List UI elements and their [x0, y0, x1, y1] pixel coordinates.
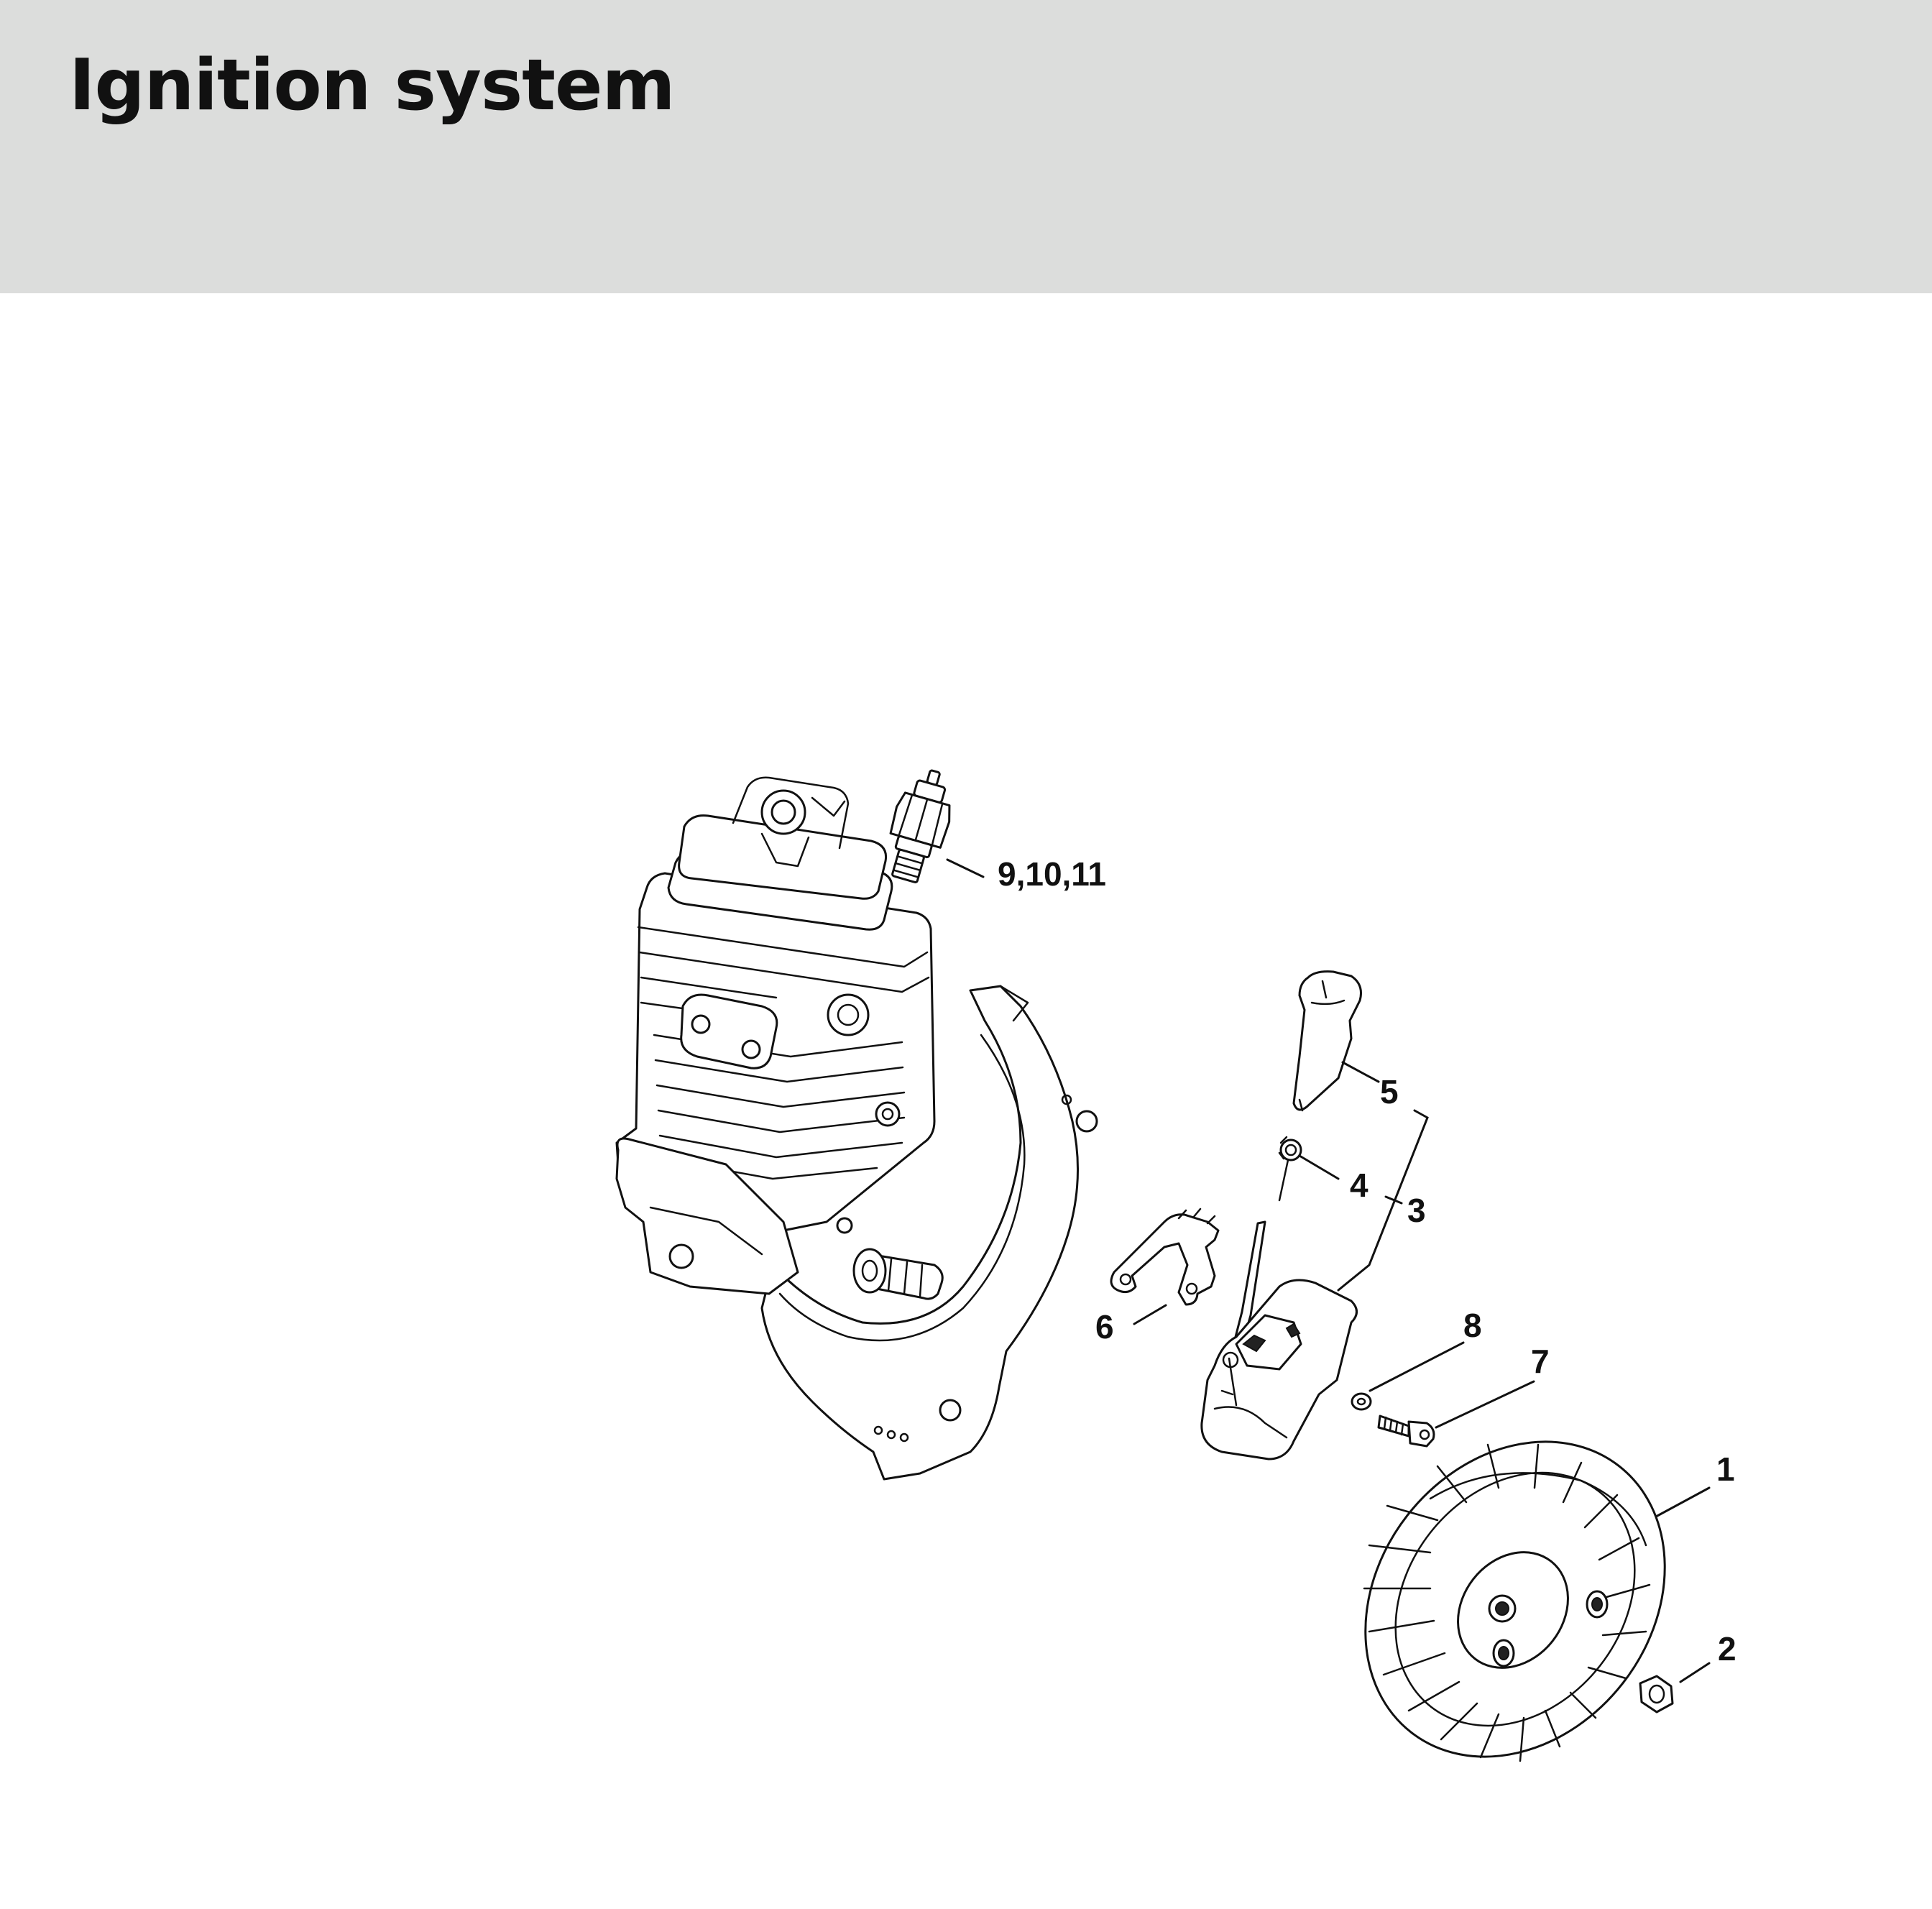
washer	[1351, 1392, 1372, 1411]
callout-2: 2	[1718, 1630, 1736, 1668]
spark-plug	[889, 769, 951, 883]
callout-7: 7	[1531, 1343, 1550, 1380]
flywheel	[1363, 1440, 1666, 1762]
callout-4: 4	[1350, 1167, 1368, 1204]
callout-5: 5	[1380, 1073, 1399, 1110]
spark-plug-boot	[1292, 970, 1362, 1112]
callout-9-10-11: 9,10,11	[998, 855, 1106, 893]
callout-8: 8	[1463, 1307, 1482, 1344]
page-title: Ignition system	[69, 45, 676, 126]
callout-1: 1	[1716, 1450, 1735, 1488]
leader-lines	[946, 858, 1711, 1683]
ignition-module	[1200, 1220, 1358, 1460]
hex-nut	[1639, 1675, 1674, 1714]
callout-3: 3	[1407, 1192, 1426, 1229]
contact-spring	[1278, 1136, 1302, 1202]
callout-6: 6	[1095, 1308, 1114, 1346]
engine-crankcase-assembly	[615, 776, 1098, 1481]
short-circuit-contact	[1110, 1208, 1220, 1306]
screw	[1377, 1414, 1435, 1448]
header-banner: Ignition system	[0, 0, 1932, 293]
